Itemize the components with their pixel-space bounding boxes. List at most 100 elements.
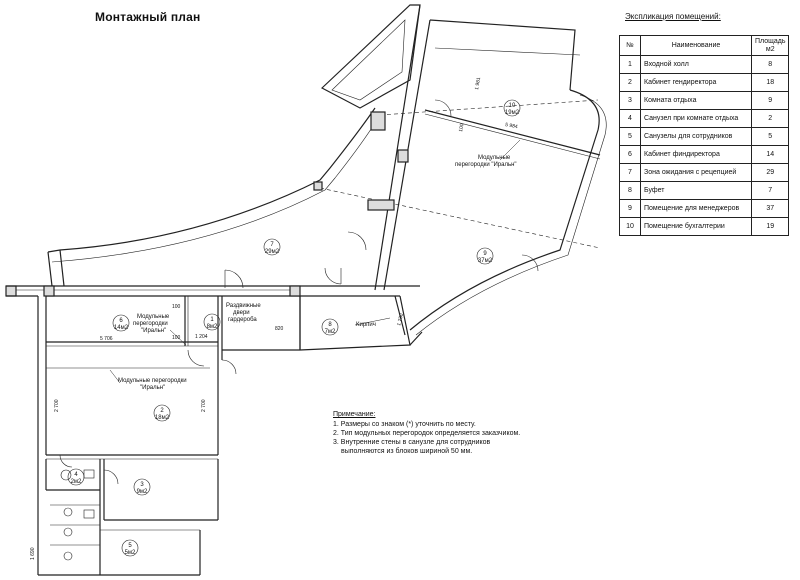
dim-100-c: 100 bbox=[458, 123, 465, 132]
legend-name: Комната отдыха bbox=[640, 91, 752, 110]
room-2-area: 18м2 bbox=[155, 415, 170, 421]
note-line-3: 3. Внутренние стены в санузле для сотруд… bbox=[333, 439, 491, 446]
legend-num: 5 bbox=[619, 127, 641, 146]
dim-5984: 5 984 bbox=[505, 122, 519, 130]
legend-name: Помещение для менеджеров bbox=[640, 199, 752, 218]
partition-left-label-3: "Иральн" bbox=[141, 328, 166, 334]
room-3-area: 9м2 bbox=[137, 489, 148, 495]
legend-name: Санузел при комнате отдыха bbox=[640, 109, 752, 128]
legend-num: 6 bbox=[619, 145, 641, 164]
dim-1204: 1 204 bbox=[195, 334, 208, 340]
room-8-num: 8 bbox=[328, 322, 332, 328]
legend-header-area: Площадь м2 bbox=[750, 35, 790, 56]
room-1-area: 8м2 bbox=[207, 324, 218, 330]
note-line-1: 1. Размеры со знаком (*) уточнить по мес… bbox=[333, 421, 476, 428]
room-9-num: 9 bbox=[483, 251, 487, 257]
dim-2700-b: 2 700 bbox=[201, 399, 207, 412]
partition-mid-label: Модульные перегородки bbox=[118, 378, 187, 384]
sliding-doors-label: Раздвижные bbox=[226, 303, 261, 309]
legend-title: Экспликация помещений: bbox=[625, 12, 721, 21]
legend-area: 29 bbox=[750, 163, 790, 182]
annotations: Модульные перегородки "Иральн" Модульные… bbox=[118, 155, 517, 391]
note-line-2: 2. Тип модульных перегородок определяетс… bbox=[333, 430, 521, 437]
legend-name: Входной холл bbox=[640, 55, 752, 74]
room-7-num: 7 bbox=[270, 242, 274, 248]
legend-header-name: Наименование bbox=[640, 35, 752, 56]
legend-name: Буфет bbox=[640, 181, 752, 200]
dim-1690: 1 690 bbox=[30, 547, 36, 560]
legend-num: 2 bbox=[619, 73, 641, 92]
dim-100-a: 100 bbox=[172, 304, 181, 310]
room-5-num: 5 bbox=[128, 543, 132, 549]
sliding-doors-label-3: гардероба bbox=[228, 317, 257, 323]
legend-area: 7 bbox=[750, 181, 790, 200]
dim-1730: 1 730 bbox=[396, 313, 405, 327]
room-7-area: 29м2 bbox=[265, 249, 280, 255]
legend-name: Санузелы для сотрудников bbox=[640, 127, 752, 146]
legend-num: 3 bbox=[619, 91, 641, 110]
dim-820: 820 bbox=[275, 326, 284, 332]
notes-block: Примечание: 1. Размеры со знаком (*) уто… bbox=[333, 410, 520, 456]
room-4-num: 4 bbox=[74, 472, 78, 478]
legend-area: 9 bbox=[750, 91, 790, 110]
partition-top-label: Модульные bbox=[478, 155, 511, 161]
legend-num: 1 bbox=[619, 55, 641, 74]
dim-5706: 5 706 bbox=[100, 336, 113, 342]
brick-label: Кирпич bbox=[356, 322, 376, 328]
legend-name: Зона ожидания с рецепцией bbox=[640, 163, 752, 182]
room-1-num: 1 bbox=[210, 317, 214, 323]
legend-area: 18 bbox=[750, 73, 790, 92]
legend-name: Кабинет финдиректора bbox=[640, 145, 752, 164]
legend-area: 19 bbox=[750, 217, 790, 236]
room-4-area: 2м2 bbox=[71, 479, 82, 485]
dim-1981: 1 981 bbox=[474, 77, 482, 91]
partition-mid-label-2: "Иральн" bbox=[140, 385, 165, 391]
legend-name: Помещение бухгалтерии bbox=[640, 217, 752, 236]
room-2-num: 2 bbox=[160, 408, 164, 414]
partition-left-label-2: перегородки bbox=[133, 321, 168, 327]
legend-header-num: № bbox=[619, 35, 641, 56]
dimensions: 5 706 1 981 5 984 100 100 100 820 1 204 … bbox=[30, 77, 518, 560]
legend-num: 7 bbox=[619, 163, 641, 182]
dim-100-b: 100 bbox=[172, 335, 181, 341]
legend-num: 4 bbox=[619, 109, 641, 128]
notes-heading: Примечание: bbox=[333, 411, 376, 418]
room-6-area: 14м2 bbox=[114, 325, 129, 331]
legend-num: 10 bbox=[619, 217, 641, 236]
legend-area: 5 bbox=[750, 127, 790, 146]
legend-num: 9 bbox=[619, 199, 641, 218]
legend-area: 8 bbox=[750, 55, 790, 74]
room-labels: 7 29м2 9 37м2 10 19м2 6 14м2 1 8м2 8 7м2… bbox=[71, 103, 520, 556]
note-line-4: выполняются из блоков шириной 50 мм. bbox=[341, 448, 473, 455]
legend-name: Кабинет гендиректора bbox=[640, 73, 752, 92]
partition-left-label: Модульные bbox=[137, 314, 170, 320]
legend-header-row: № Наименование Площадь м2 bbox=[619, 35, 790, 56]
room-5-area: 5м2 bbox=[125, 550, 136, 556]
sliding-doors-label-2: двери bbox=[233, 310, 250, 316]
room-10-area: 19м2 bbox=[505, 110, 520, 116]
legend-area: 37 bbox=[750, 199, 790, 218]
room-6-num: 6 bbox=[119, 318, 123, 324]
legend-area: 2 bbox=[750, 109, 790, 128]
walls bbox=[5, 4, 607, 576]
dim-2700-a: 2 700 bbox=[54, 399, 60, 412]
room-3-num: 3 bbox=[140, 482, 144, 488]
partition-top-label-2: перегородки "Иральн" bbox=[455, 162, 517, 168]
legend-num: 8 bbox=[619, 181, 641, 200]
page-title: Монтажный план bbox=[95, 10, 201, 24]
room-9-area: 37м2 bbox=[478, 258, 493, 264]
room-10-num: 10 bbox=[509, 103, 516, 109]
legend-area: 14 bbox=[750, 145, 790, 164]
